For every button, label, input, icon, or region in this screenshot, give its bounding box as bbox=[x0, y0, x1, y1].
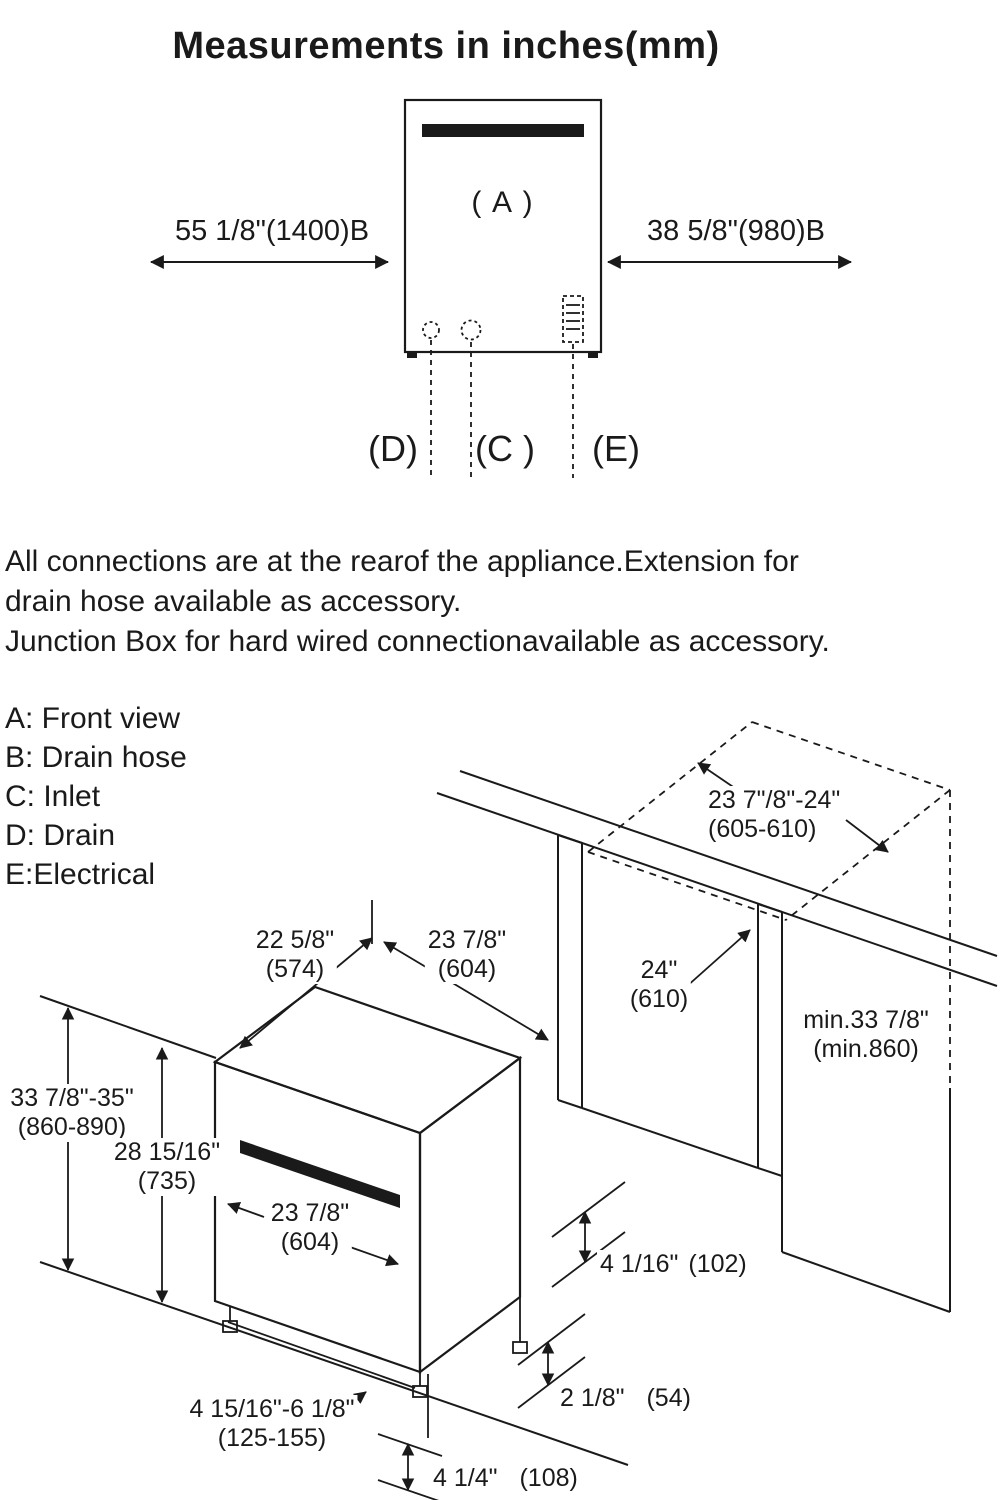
dim-height2-label: 28 15/16" (735) bbox=[110, 1138, 224, 1196]
dim-top-left-mm: (574) bbox=[265, 955, 325, 983]
dim-min-height-label: min.33 7/8" (min.860) bbox=[800, 1006, 932, 1064]
dim-height-range-mm: (860-890) bbox=[17, 1113, 127, 1141]
dim-niche-depth-label: 23 7"/8"-24" (605-610) bbox=[705, 786, 844, 844]
dishwasher-handle-bar bbox=[240, 1140, 400, 1208]
note-line-1: All connections are at the rearof the ap… bbox=[5, 545, 799, 578]
dim-door-in: 23 7/8" bbox=[270, 1199, 350, 1227]
front-view-diagram bbox=[149, 98, 853, 478]
dim-feet-in: 4 15/16"-6 1/8" bbox=[189, 1395, 355, 1423]
dim-niche-width-label: 24" (610) bbox=[626, 956, 692, 1014]
legend-drain: D: Drain bbox=[5, 819, 116, 852]
dishwasher-side-face bbox=[418, 1055, 522, 1375]
inlet-port-icon bbox=[460, 319, 482, 341]
dim-top-mid-label: 23 7/8" (604) bbox=[424, 926, 510, 984]
dim-height-range-label: 33 7/8"-35" (860-890) bbox=[7, 1084, 137, 1142]
niche-floor-edge bbox=[581, 1107, 759, 1169]
appliance-foot-left bbox=[407, 352, 417, 358]
dim-niche-width-in: 24" bbox=[640, 956, 678, 984]
appliance-foot-right bbox=[588, 352, 598, 358]
dim-niche-depth-arrow-right bbox=[845, 819, 889, 853]
dim-feet-mm: (125-155) bbox=[217, 1424, 327, 1452]
niche-side-panels bbox=[557, 834, 951, 1313]
install-diagram bbox=[39, 721, 998, 1500]
legend-inlet: C: Inlet bbox=[5, 780, 101, 813]
dim-niche-depth-in: 23 7"/8"-24" bbox=[708, 786, 841, 814]
dim-gap-mm: (54) bbox=[646, 1384, 691, 1412]
note-line-3: Junction Box for hard wired connectionav… bbox=[5, 625, 830, 658]
dim-door-label: 23 7/8" (604) bbox=[267, 1199, 353, 1257]
dim-top-left-label: 22 5/8" (574) bbox=[252, 926, 338, 984]
label-drain: (D) bbox=[368, 428, 418, 469]
dim-left-label: 55 1/8"(1400)B bbox=[174, 215, 370, 247]
dim-kick-label: 4 1/4" (108) bbox=[430, 1464, 581, 1493]
dim-min-height-mm: (min.860) bbox=[813, 1035, 919, 1063]
dim-min-height-in: min.33 7/8" bbox=[803, 1006, 929, 1034]
rear-connections bbox=[422, 295, 584, 478]
dim-top-left-arrow bbox=[239, 937, 373, 1049]
base-line bbox=[227, 1321, 416, 1389]
connection-notes: All connections are at the rearof the ap… bbox=[5, 542, 830, 662]
appliance-outline bbox=[403, 98, 603, 354]
dim-gap-label: 2 1/8" (54) bbox=[557, 1384, 694, 1413]
dim-height-range-in: 33 7/8"-35" bbox=[10, 1084, 134, 1112]
counter-and-floor bbox=[39, 770, 998, 1466]
dim-right-label: 38 5/8"(980)B bbox=[647, 215, 825, 247]
dim-top-mid-arrow bbox=[383, 941, 549, 1041]
dim-top-mid-mm: (604) bbox=[437, 955, 497, 983]
electrical-box-icon bbox=[562, 295, 584, 343]
dim-kick-mm: (108) bbox=[519, 1464, 578, 1492]
front-view-label-a: ( A ) bbox=[471, 186, 535, 219]
dim-niche-depth-mm: (605-610) bbox=[708, 815, 817, 843]
dim-feet-label: 4 15/16"-6 1/8" (125-155) bbox=[186, 1395, 358, 1453]
dim-door-arrow-left bbox=[227, 1202, 265, 1218]
dishwasher-top-face bbox=[212, 985, 523, 1135]
counter-left-edge bbox=[39, 995, 217, 1059]
niche-dashed-box bbox=[587, 721, 951, 1088]
legend-electrical: E:Electrical bbox=[5, 858, 156, 891]
dishwasher-body bbox=[212, 985, 528, 1438]
foot-front-right bbox=[412, 1385, 428, 1398]
dim-top-left-in: 22 5/8" bbox=[255, 926, 335, 954]
dim-rear-adjust-in: 4 1/16" bbox=[600, 1250, 679, 1278]
appliance-handle-bar bbox=[422, 124, 584, 137]
dim-rear-adjust-label: 4 1/16" (102) bbox=[597, 1250, 750, 1279]
dim-rear-adjust-mm: (102) bbox=[688, 1250, 747, 1278]
counter-bottom-edge bbox=[436, 792, 998, 987]
page-title: Measurements in inches(mm) bbox=[172, 25, 720, 68]
dim-gap-in: 2 1/8" bbox=[560, 1384, 625, 1412]
dim-top-mid-in: 23 7/8" bbox=[427, 926, 507, 954]
drain-port-icon bbox=[422, 321, 440, 339]
dim-height2-in: 28 15/16" bbox=[113, 1138, 221, 1166]
dim-door-mm: (604) bbox=[280, 1228, 340, 1256]
foot-front-left bbox=[222, 1320, 238, 1333]
install-dimension-arrows bbox=[61, 762, 889, 1500]
label-electrical: (E) bbox=[592, 428, 640, 469]
counter-top-edge bbox=[459, 770, 998, 957]
foot-rear bbox=[512, 1341, 528, 1354]
dim-height2-mm: (735) bbox=[137, 1167, 197, 1195]
legend-front-view: A: Front view bbox=[5, 702, 181, 735]
label-inlet: (C ) bbox=[475, 428, 535, 469]
note-line-2: drain hose available as accessory. bbox=[5, 585, 462, 618]
legend: A: Front view B: Drain hose C: Inlet D: … bbox=[5, 699, 187, 894]
legend-drain-hose: B: Drain hose bbox=[5, 741, 187, 774]
floor-line bbox=[39, 1261, 629, 1466]
dim-niche-width-mm: (610) bbox=[629, 985, 689, 1013]
dim-door-arrow-right bbox=[349, 1246, 399, 1267]
dim-kick-in: 4 1/4" bbox=[433, 1464, 498, 1492]
